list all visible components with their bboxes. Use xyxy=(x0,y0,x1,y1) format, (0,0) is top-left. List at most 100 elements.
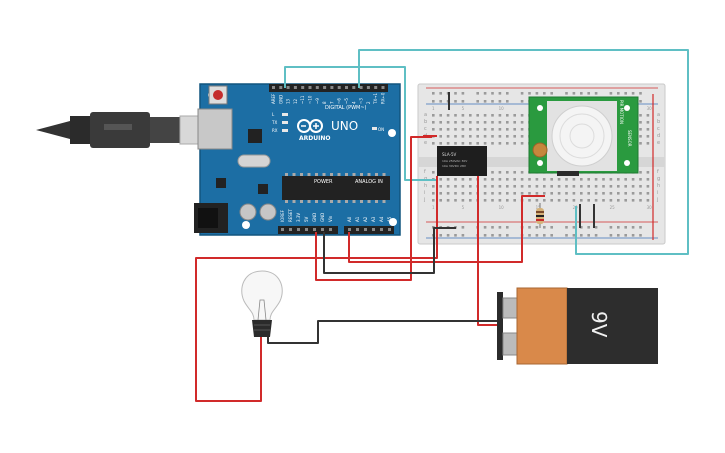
relay-line3: 10A 30VDC 28V xyxy=(442,164,467,168)
row-letter: h xyxy=(657,183,660,189)
pin-label: 5V xyxy=(304,216,309,222)
pin-label: 4 xyxy=(351,101,356,104)
light-bulb xyxy=(241,270,283,337)
pin-label: 12 xyxy=(293,98,298,104)
pin-label: 7 xyxy=(329,101,334,104)
header-pin xyxy=(308,86,312,89)
wire-teal-relay-signal xyxy=(284,66,437,181)
led-label: L xyxy=(272,112,275,117)
wire-red-5v xyxy=(315,136,432,281)
header-pin xyxy=(272,86,275,89)
header-pin xyxy=(372,228,375,231)
header-pin xyxy=(381,86,385,89)
wire-red-relay-bulb xyxy=(195,176,438,402)
battery-9v: 9V xyxy=(497,287,658,365)
pin-label: GND xyxy=(278,95,283,104)
column-number: 25 xyxy=(610,205,616,210)
resistor xyxy=(536,203,544,228)
pin-label: ~10 xyxy=(308,95,313,104)
row-letter: j xyxy=(656,197,658,203)
header-pin xyxy=(388,228,391,231)
arduino-model: UNO xyxy=(331,119,358,133)
relay-line1: SLA-5V xyxy=(442,152,456,157)
pin-label: A5 xyxy=(387,216,392,222)
pir-label-left: PIR MOTION xyxy=(619,100,624,124)
row-letter: i xyxy=(657,190,658,196)
led-label: TX xyxy=(271,120,277,125)
header-pin xyxy=(352,86,356,89)
header-pin xyxy=(345,86,348,89)
on-label: ON xyxy=(378,127,384,132)
row-letter: c xyxy=(657,126,660,132)
pin-label: A4 xyxy=(379,216,384,222)
pin-label: ~3 xyxy=(359,98,364,104)
header-pin xyxy=(301,86,305,89)
column-number: 1 xyxy=(432,106,435,111)
arduino-brand: ARDUINO xyxy=(299,135,330,142)
pir-motion-sensor: PIR MOTION SENSOR xyxy=(528,96,639,176)
led-label: RX xyxy=(272,128,278,133)
relay-line2: 10A 250VAC 30V xyxy=(442,159,468,163)
row-letter: d xyxy=(657,133,660,139)
pin-label: ~9 xyxy=(315,98,320,104)
header-pin xyxy=(359,86,363,89)
row-letter: a xyxy=(657,112,660,118)
pin-label: A1 xyxy=(355,216,360,222)
header-pin xyxy=(286,86,290,89)
row-letter: b xyxy=(424,119,427,125)
header-pin xyxy=(364,228,367,231)
row-letter: e xyxy=(424,140,427,146)
wire-black-gnd xyxy=(323,227,456,274)
row-letter: f xyxy=(424,169,426,175)
pin-label: RX←0 xyxy=(381,92,386,104)
pin-label: A2 xyxy=(363,216,368,222)
pin-label: 3.3V xyxy=(296,213,301,222)
pin-label: 8 xyxy=(322,101,327,104)
wire-red-battery xyxy=(477,176,497,326)
wire-black-bulb xyxy=(267,320,497,344)
header-pin xyxy=(380,228,383,231)
pin-label: GND xyxy=(320,213,325,222)
header-pin xyxy=(348,228,351,231)
row-letter: a xyxy=(424,112,427,118)
analog-label: ANALOG IN xyxy=(355,179,383,185)
usb-cable xyxy=(36,112,207,148)
header-pin xyxy=(356,228,359,231)
column-number: 10 xyxy=(499,205,505,210)
header-pin xyxy=(329,228,332,231)
header-pin xyxy=(279,86,283,89)
photoresistor xyxy=(532,142,548,158)
row-letter: f xyxy=(657,169,659,175)
pin-label: GND xyxy=(312,213,317,222)
pir-dome xyxy=(551,105,613,167)
pin-label: ~11 xyxy=(300,95,305,104)
status-led xyxy=(282,121,288,124)
pin-label: AREF xyxy=(271,93,276,104)
column-number: 15 xyxy=(536,205,542,210)
header-pin xyxy=(315,86,319,89)
row-letter: e xyxy=(657,140,660,146)
column-number: 10 xyxy=(499,106,505,111)
header-pin xyxy=(293,86,297,89)
wires xyxy=(195,49,689,402)
battery-label: 9V xyxy=(587,311,611,338)
header-pin xyxy=(297,228,300,231)
column-number: 30 xyxy=(647,106,653,111)
header-pin xyxy=(313,228,316,231)
pin-label: 2 xyxy=(366,101,371,104)
header-pin xyxy=(305,228,308,231)
digital-header xyxy=(269,84,388,92)
usb-port xyxy=(197,108,233,150)
pin-label: TX→1 xyxy=(373,92,378,105)
status-led xyxy=(282,113,288,116)
header-pin xyxy=(330,86,334,89)
pin-label: ~5 xyxy=(344,98,349,104)
row-letter: i xyxy=(424,190,425,196)
column-number: 5 xyxy=(462,205,465,210)
arduino-logo xyxy=(297,119,323,133)
relay-module: SLA-5V 10A 250VAC 30V 10A 30VDC 28V xyxy=(437,146,487,176)
header-pin xyxy=(281,228,284,231)
